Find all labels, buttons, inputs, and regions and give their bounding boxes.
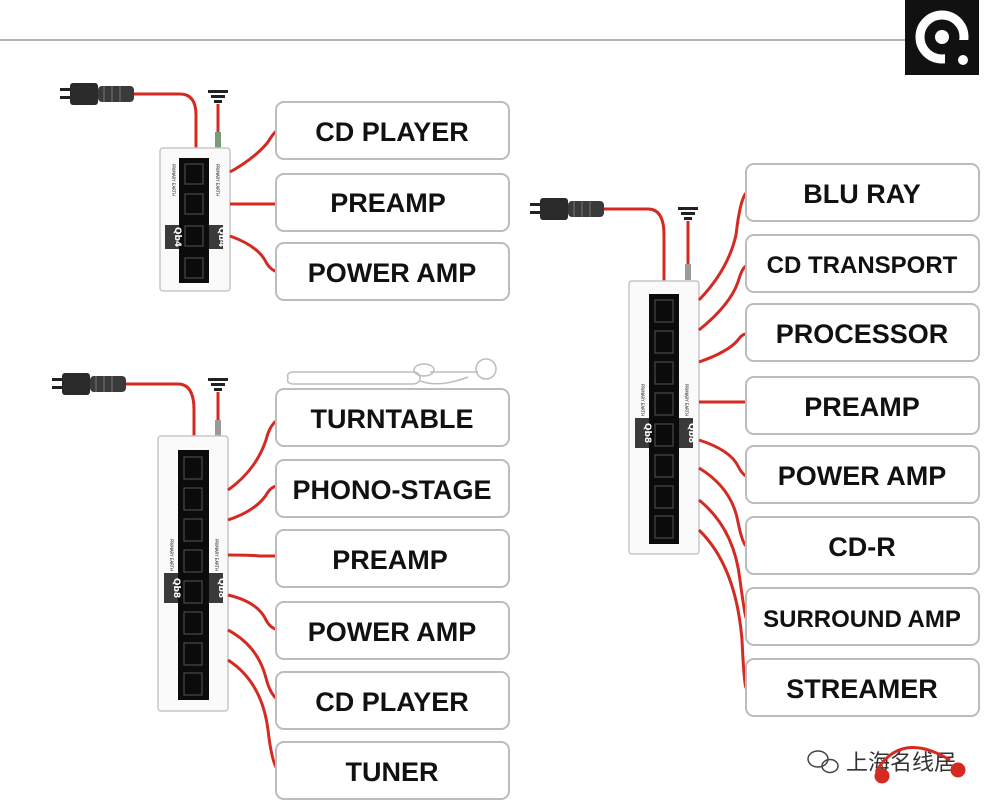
component-label: PREAMP — [330, 188, 446, 218]
model-label-right: Qb4 — [216, 227, 226, 247]
component-label: TURNTABLE — [311, 404, 474, 434]
earth-terminal-icon — [678, 207, 698, 220]
mains-plug-icon — [530, 198, 604, 220]
mains-plug-icon — [60, 83, 134, 105]
strip-text-right: PRIMARY EARTH — [214, 539, 219, 571]
component-label: POWER AMP — [308, 617, 477, 647]
component-label: PROCESSOR — [776, 319, 949, 349]
tonearm-icon — [286, 358, 497, 385]
earth-terminal-icon — [208, 90, 228, 103]
component-label: CD-R — [828, 532, 896, 562]
strip-text-left: PRIMARY EARTH — [640, 384, 645, 416]
component-label: SURROUND AMP — [763, 606, 961, 633]
earth-terminal-icon — [208, 378, 228, 391]
component-label: CD PLAYER — [315, 117, 469, 147]
strip-text-left: PRIMARY EARTH — [169, 539, 174, 571]
model-label-left: Qb8 — [171, 578, 181, 598]
unit-bottom-left: Qb8 Qb8 PRIMARY EARTH PRIMARY EARTH TURN… — [52, 358, 510, 800]
component-label: TUNER — [346, 757, 439, 787]
component-label: POWER AMP — [778, 461, 947, 491]
model-label-left: Qb8 — [642, 423, 652, 443]
component-label: BLU RAY — [803, 179, 921, 209]
model-label-left: Qb4 — [172, 227, 182, 247]
model-label-right: Qb8 — [216, 578, 226, 598]
strip-text-right: PRIMARY EARTH — [215, 164, 220, 196]
watermark: 上海名线居 — [807, 746, 966, 784]
component-label: CD TRANSPORT — [767, 252, 958, 279]
component-label: PHONO-STAGE — [292, 475, 491, 505]
qb-logo-icon — [905, 0, 979, 75]
wechat-icon — [807, 750, 839, 774]
component-label: STREAMER — [786, 674, 938, 704]
component-label: CD PLAYER — [315, 687, 469, 717]
headphones-logo-icon — [874, 746, 966, 784]
component-label: POWER AMP — [308, 258, 477, 288]
strip-text-right: PRIMARY EARTH — [684, 384, 689, 416]
component-label: PREAMP — [332, 545, 448, 575]
component-label: PREAMP — [804, 392, 920, 422]
unit-right: Qb8 Qb8 PRIMARY EARTH PRIMARY EARTH BLU … — [530, 163, 980, 717]
model-label-right: Qb8 — [686, 423, 696, 443]
mains-plug-icon — [52, 373, 126, 395]
strip-text-left: PRIMARY EARTH — [171, 164, 176, 196]
unit-top-left: Qb4 Qb4 PRIMARY EARTH PRIMARY EARTH CD P… — [60, 83, 510, 301]
